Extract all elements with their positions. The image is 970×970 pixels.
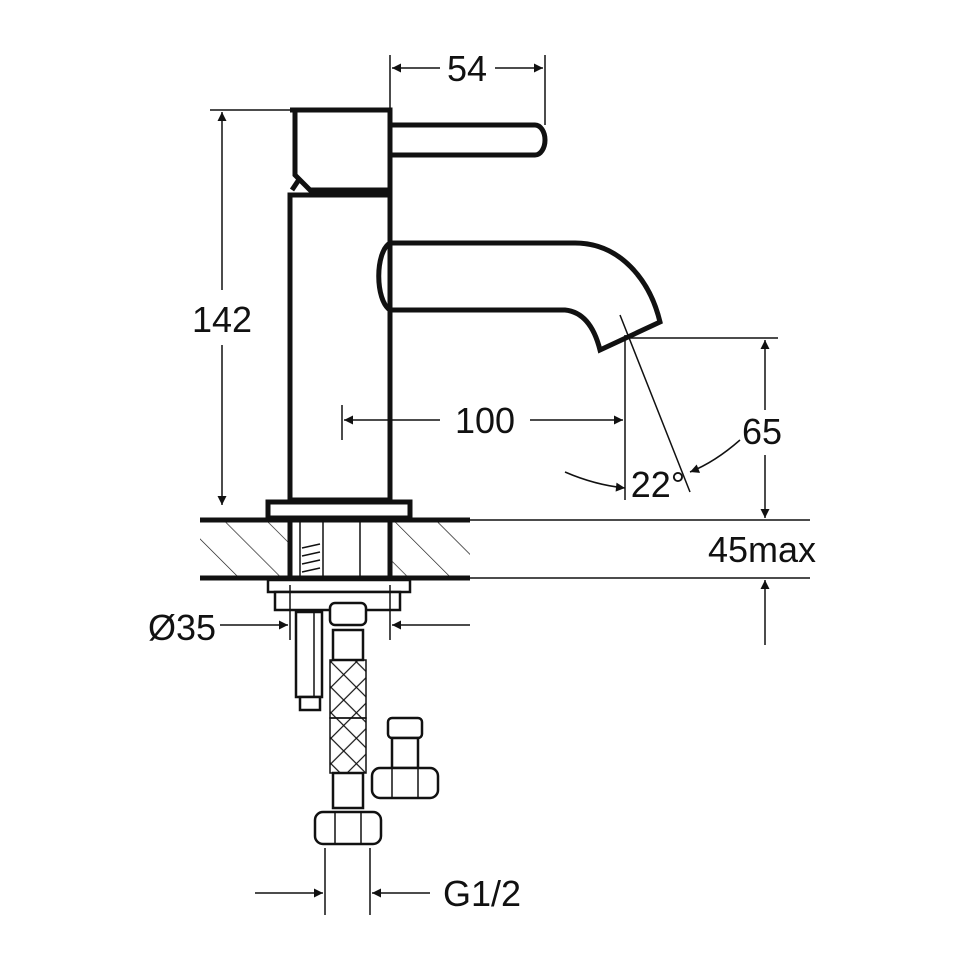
dimension-height: 142	[192, 109, 290, 505]
countertop-section	[200, 517, 470, 612]
supply-hoses	[294, 601, 440, 846]
dimension-hole-diameter: Ø35	[148, 585, 470, 648]
dimension-spout-clearance: 65	[470, 337, 810, 521]
dimension-lever-reach: 54	[389, 48, 546, 125]
base-flange	[265, 499, 413, 521]
dim-65-label: 65	[742, 411, 782, 452]
lever-handle	[390, 122, 548, 158]
handle-cap	[290, 107, 393, 193]
dim-100-label: 100	[455, 400, 515, 441]
faucet-body	[265, 107, 663, 521]
dimension-counter-thickness: 45max	[470, 529, 816, 645]
dim-54-label: 54	[447, 48, 487, 89]
dimension-spout-reach: 100	[341, 400, 623, 441]
dim-g12-label: G1/2	[443, 873, 521, 914]
dim-142-label: 142	[192, 299, 252, 340]
dimension-spout-angle: 22°	[564, 314, 741, 505]
spout	[376, 240, 663, 354]
dim-45max-label: 45max	[708, 529, 816, 570]
dimension-thread: G1/2	[255, 848, 521, 915]
dim-22-label: 22°	[631, 464, 685, 505]
dim-35-label: Ø35	[148, 607, 216, 648]
body-column	[287, 192, 393, 503]
